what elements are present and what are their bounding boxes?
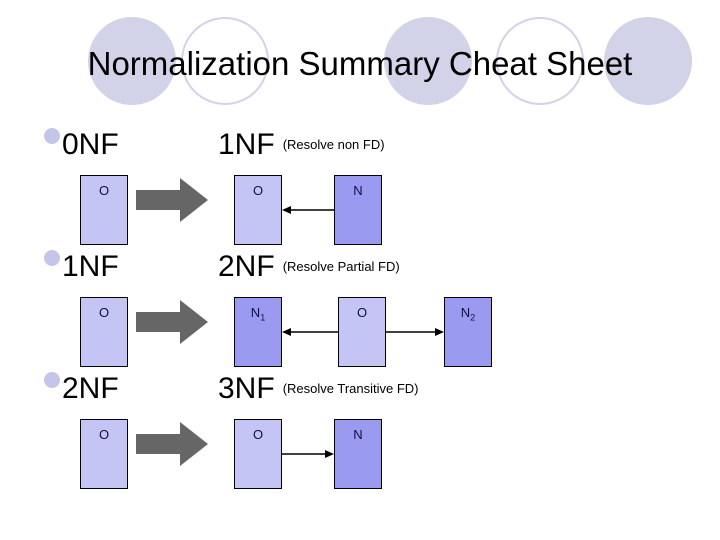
box-label: N [353, 427, 363, 442]
normalization-row-0nf-to-1nf: 0NF 1NF (Resolve non FD) O O N [0, 128, 720, 253]
source-form-label: 1NF [62, 250, 119, 283]
dependency-arrow-o-to-n [282, 448, 334, 460]
box-label: O [356, 305, 368, 320]
box-label: O [252, 427, 264, 442]
box-label: O [98, 183, 110, 198]
target-form-note: (Resolve Transitive FD) [282, 381, 419, 396]
result-box-n1: N1 [234, 297, 282, 367]
bullet-icon [44, 372, 60, 388]
target-form-note: (Resolve Partial FD) [282, 259, 400, 274]
source-box-o: O [80, 175, 128, 245]
normalization-row-2nf-to-3nf: 2NF 3NF (Resolve Transitive FD) O O N [0, 372, 720, 497]
dependency-arrow-n-to-o [282, 204, 334, 216]
row-header-source: 2NF [44, 372, 119, 410]
result-box-o: O [338, 297, 386, 367]
transform-arrow-icon [136, 300, 208, 344]
decorative-circle [88, 17, 176, 105]
bullet-icon [44, 250, 60, 266]
normalization-row-1nf-to-2nf: 1NF 2NF (Resolve Partial FD) O N1 O N2 [0, 250, 720, 375]
dependency-arrow-o-to-n1 [282, 326, 338, 338]
title-area: Normalization Summary Cheat Sheet [0, 0, 720, 120]
decorative-circle [384, 17, 472, 105]
result-box-o: O [234, 175, 282, 245]
box-label: N1 [250, 305, 266, 323]
box-label: N [353, 183, 363, 198]
box-label: O [98, 427, 110, 442]
decorative-circle [181, 17, 269, 105]
source-box-o: O [80, 419, 128, 489]
decorative-circle [496, 17, 584, 105]
box-label: O [98, 305, 110, 320]
row-header-target: 1NF (Resolve non FD) [218, 128, 385, 166]
transform-arrow-icon [136, 178, 208, 222]
row-header-source: 0NF [44, 128, 119, 166]
bullet-icon [44, 128, 60, 144]
row-header-source: 1NF [44, 250, 119, 288]
result-box-o: O [234, 419, 282, 489]
result-box-n: N [334, 419, 382, 489]
result-box-n: N [334, 175, 382, 245]
source-box-o: O [80, 297, 128, 367]
target-form-label: 1NF [218, 128, 275, 161]
box-label: N2 [460, 305, 476, 323]
source-form-label: 0NF [62, 128, 119, 161]
box-label: O [252, 183, 264, 198]
target-form-label: 3NF [218, 372, 275, 405]
row-header-target: 3NF (Resolve Transitive FD) [218, 372, 419, 410]
transform-arrow-icon [136, 422, 208, 466]
target-form-note: (Resolve non FD) [282, 137, 385, 152]
source-form-label: 2NF [62, 372, 119, 405]
page-title: Normalization Summary Cheat Sheet [87, 45, 633, 82]
decorative-circle [604, 17, 692, 105]
row-header-target: 2NF (Resolve Partial FD) [218, 250, 400, 288]
target-form-label: 2NF [218, 250, 275, 283]
dependency-arrow-o-to-n2 [386, 326, 444, 338]
result-box-n2: N2 [444, 297, 492, 367]
